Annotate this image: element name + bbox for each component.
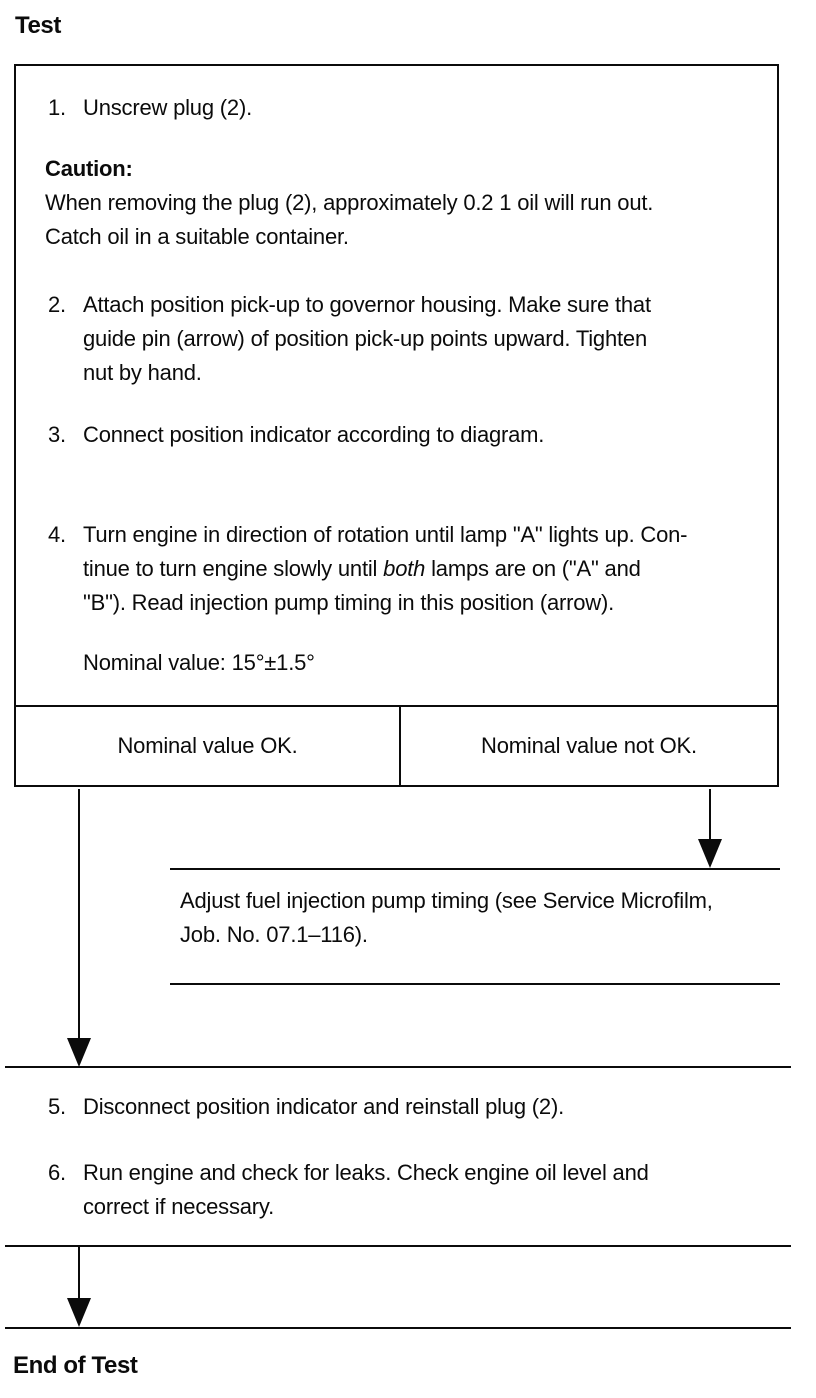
adjust-text: Adjust fuel injection pump timing (see S… bbox=[180, 884, 713, 952]
step-2-text: Attach position pick-up to governor hous… bbox=[83, 288, 651, 390]
caution-heading: Caution: bbox=[45, 156, 133, 181]
step-4-line: Turn engine in direction of rotation unt… bbox=[83, 522, 688, 547]
decision-cell-ok: Nominal value OK. bbox=[16, 707, 401, 785]
caution-line: When removing the plug (2), approximatel… bbox=[45, 190, 654, 215]
step-2-line: nut by hand. bbox=[83, 360, 202, 385]
arrow-ok-head-icon bbox=[67, 1038, 91, 1067]
adjust-line: Job. No. 07.1–116). bbox=[180, 922, 368, 947]
step-3-number: 3. bbox=[48, 422, 66, 447]
step-4-line: "B"). Read injection pump timing in this… bbox=[83, 590, 615, 615]
step-2-line: guide pin (arrow) of position pick-up po… bbox=[83, 326, 647, 351]
step-2-number: 2. bbox=[48, 292, 66, 317]
decision-cell-not-ok: Nominal value not OK. bbox=[401, 707, 777, 785]
rule-above-step5 bbox=[5, 1066, 791, 1068]
arrow-ok-line bbox=[78, 789, 80, 1040]
arrow-end-line bbox=[78, 1247, 80, 1300]
arrow-end-head-icon bbox=[67, 1298, 91, 1327]
caution-block: Caution: When removing the plug (2), app… bbox=[45, 152, 653, 254]
caution-line: Catch oil in a suitable container. bbox=[45, 224, 349, 249]
emphasis-both: both bbox=[383, 556, 426, 581]
end-of-test-label: End of Test bbox=[13, 1352, 138, 1379]
nominal-value: Nominal value: 15°±1.5° bbox=[83, 650, 315, 675]
page-title: Test bbox=[15, 12, 61, 39]
arrow-not-ok-head-icon bbox=[698, 839, 722, 868]
step-6-number: 6. bbox=[48, 1160, 66, 1185]
arrow-not-ok-line bbox=[709, 789, 711, 841]
adjust-box bbox=[170, 868, 780, 985]
decision-ok-label: Nominal value OK. bbox=[117, 733, 298, 758]
step-6-line: correct if necessary. bbox=[83, 1194, 275, 1219]
step-3-text: Connect position indicator according to … bbox=[83, 422, 545, 447]
step-5-text: Disconnect position indicator and reinst… bbox=[83, 1094, 564, 1119]
step-4-line: tinue to turn engine slowly until both l… bbox=[83, 556, 641, 581]
decision-row: Nominal value OK. Nominal value not OK. bbox=[14, 705, 779, 787]
step-1-number: 1. bbox=[48, 95, 66, 120]
step-4-text: Turn engine in direction of rotation unt… bbox=[83, 518, 687, 620]
step-4-number: 4. bbox=[48, 522, 66, 547]
step-6-text: Run engine and check for leaks. Check en… bbox=[83, 1156, 649, 1224]
step-5-number: 5. bbox=[48, 1094, 66, 1119]
step-6-line: Run engine and check for leaks. Check en… bbox=[83, 1160, 649, 1185]
rule-bottom bbox=[5, 1327, 791, 1329]
adjust-line: Adjust fuel injection pump timing (see S… bbox=[180, 888, 713, 913]
step-1-text: Unscrew plug (2). bbox=[83, 95, 252, 120]
decision-not-ok-label: Nominal value not OK. bbox=[481, 733, 697, 758]
rule-below-step6 bbox=[5, 1245, 791, 1247]
step-2-line: Attach position pick-up to governor hous… bbox=[83, 292, 651, 317]
